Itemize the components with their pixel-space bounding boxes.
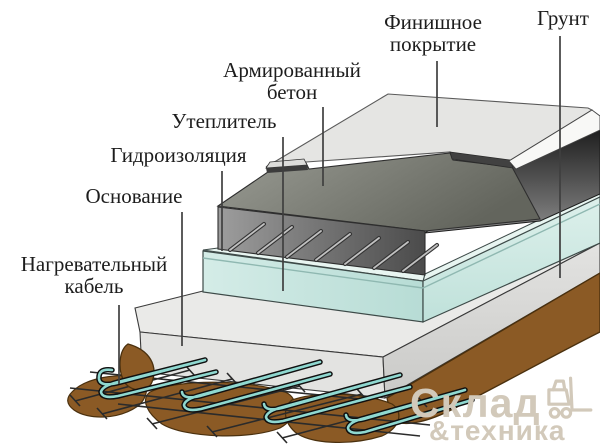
watermark-brand-bottom: &техника: [429, 415, 566, 446]
label-base: Основание: [74, 185, 194, 207]
rebar-pins: [228, 222, 439, 273]
label-base-text: Основание: [85, 184, 183, 208]
label-heating-cable: Нагревательный кабель: [4, 253, 184, 297]
finish-slab-tab-front: [266, 165, 308, 173]
label-reinforced-concrete: Армированный бетон: [210, 59, 374, 103]
heating-cable: [96, 357, 475, 436]
finish-slab-white-edge: [508, 109, 600, 170]
label-insulation: Утеплитель: [163, 110, 285, 132]
label-finish-coating: Финишное покрытие: [368, 11, 498, 55]
label-waterproofing: Гидроизоляция: [96, 144, 261, 166]
forklift-icon: [547, 376, 593, 419]
concrete-front-face: [217, 206, 426, 276]
label-finish-coating-line1: Финишное: [384, 10, 482, 34]
base-slab-right-face: [382, 242, 600, 399]
watermark-brand-top: Склад: [410, 380, 541, 426]
waterproofing-film-line: [202, 257, 424, 289]
label-heating-cable-line2: кабель: [64, 274, 124, 298]
pointer-lines: [118, 36, 561, 384]
label-heating-cable-line1: Нагревательный: [20, 252, 168, 276]
label-insulation-text: Утеплитель: [171, 109, 277, 133]
label-soil: Грунт: [531, 7, 595, 29]
label-waterproofing-text: Гидроизоляция: [110, 143, 247, 167]
waterproofing-film-line-right: [422, 203, 600, 289]
label-finish-coating-line2: покрытие: [389, 32, 477, 56]
insulation-right-face: [422, 196, 600, 323]
label-reinforced-concrete-line2: бетон: [266, 80, 318, 104]
label-reinforced-concrete-line1: Армированный: [223, 58, 361, 82]
label-soil-text: Грунт: [537, 6, 589, 30]
finish-slab-edge-step: [449, 151, 514, 169]
